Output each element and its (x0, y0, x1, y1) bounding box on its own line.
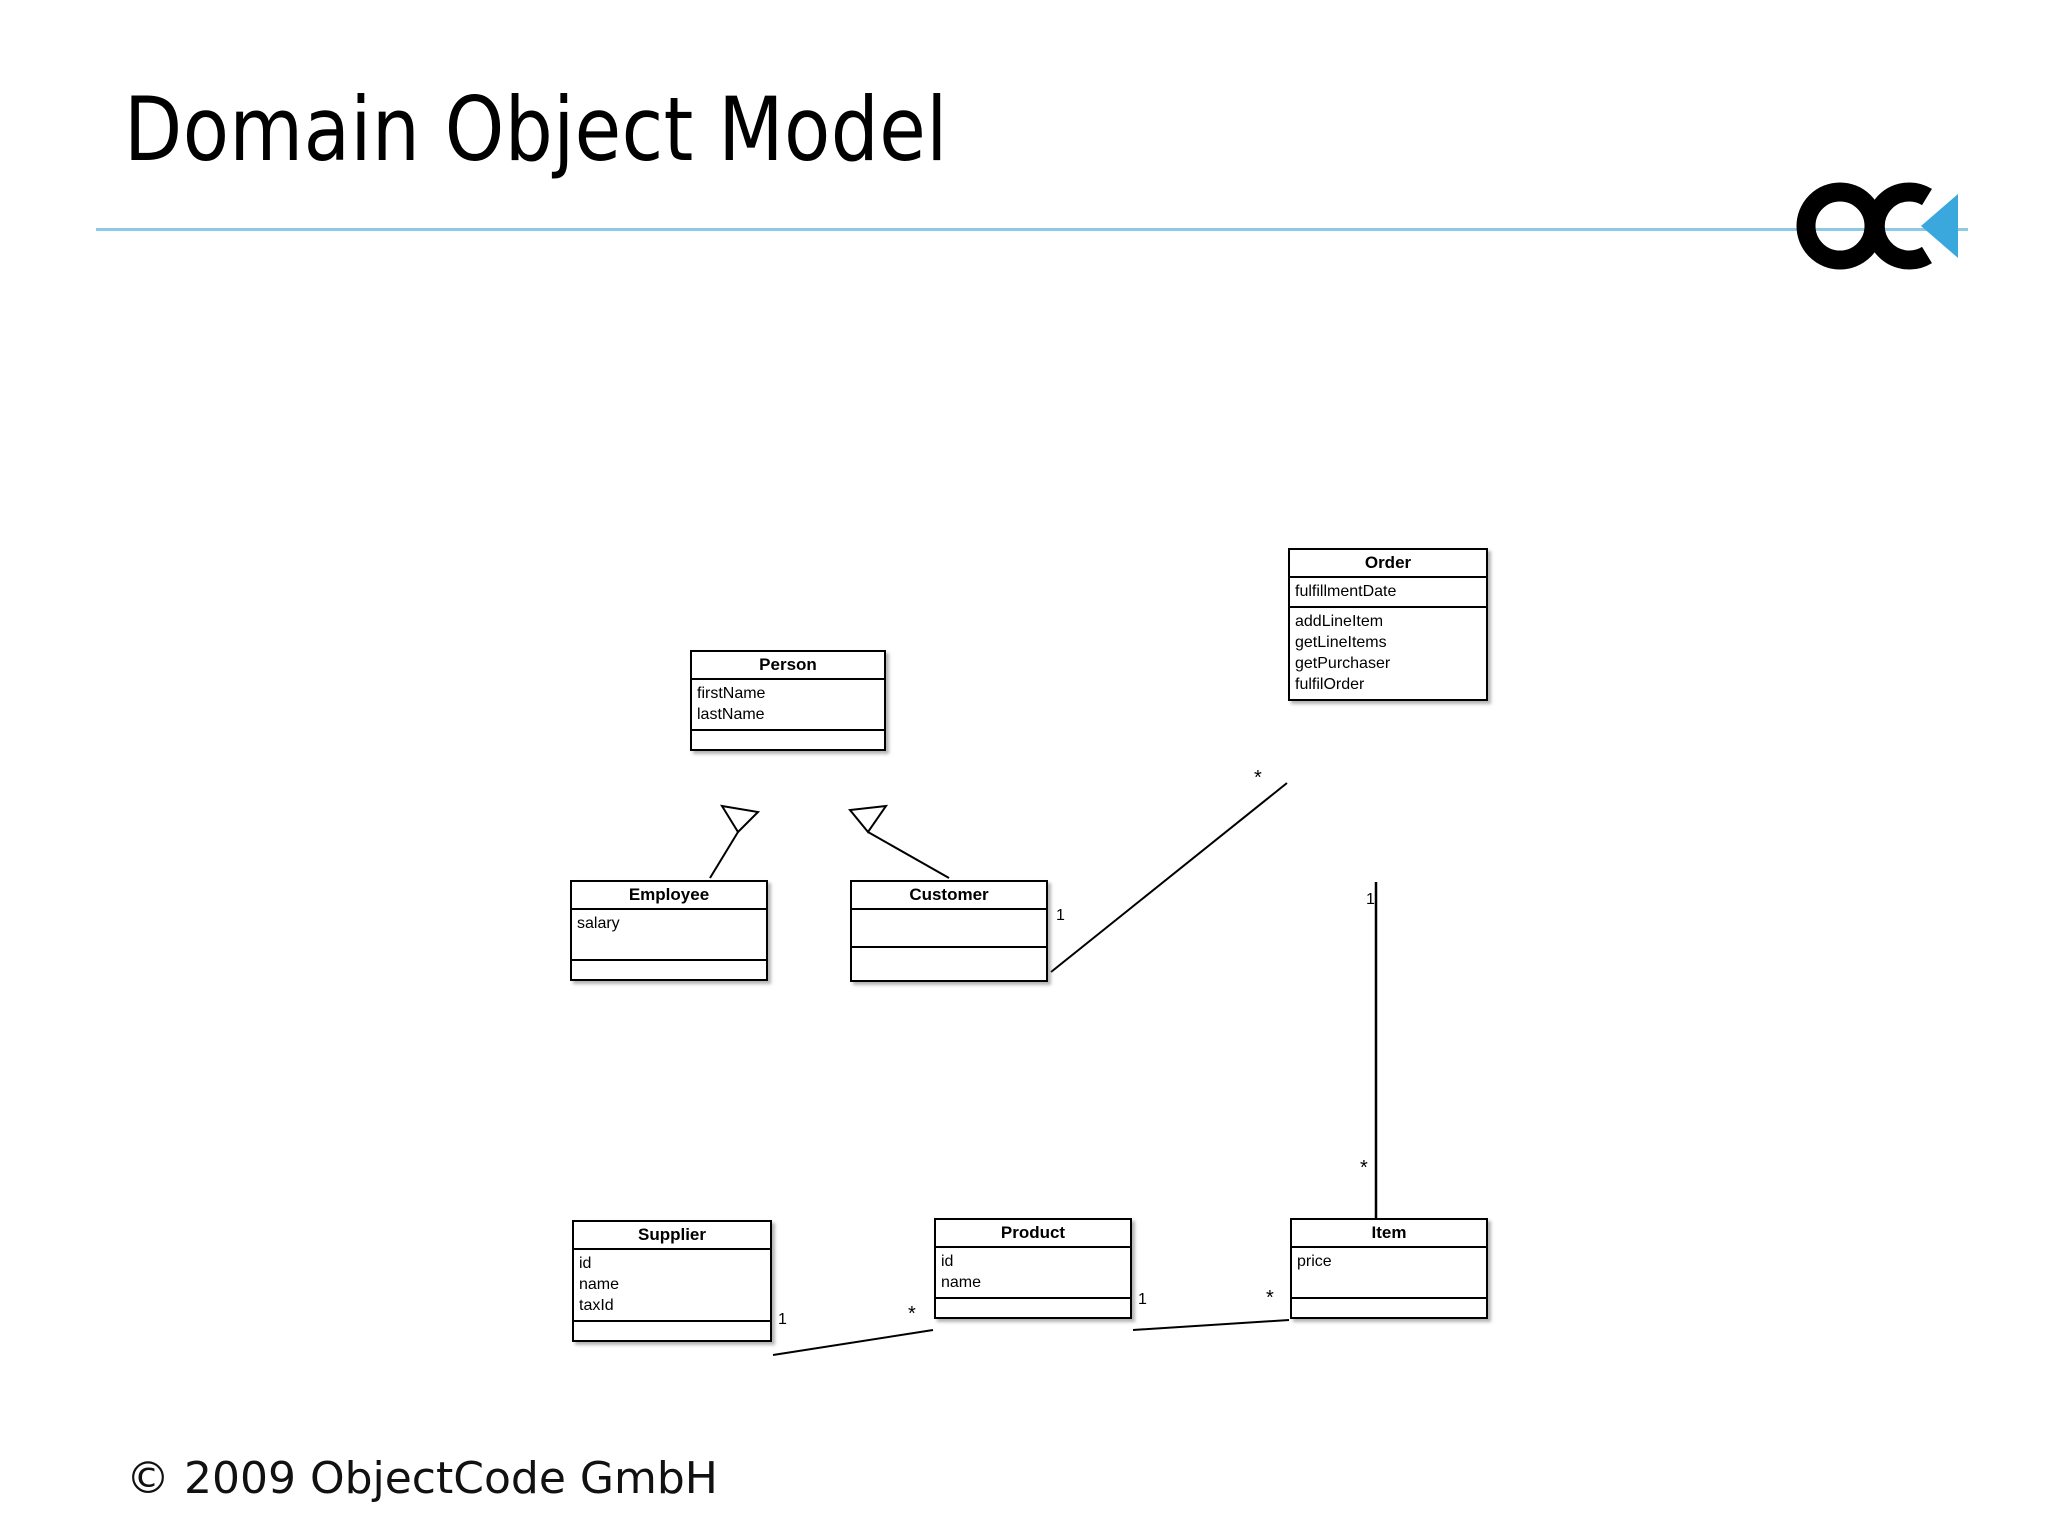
uml-attributes-compartment (852, 908, 1046, 946)
uml-operations-compartment (572, 959, 766, 979)
multiplicity-customer-order-from: 1 (1056, 907, 1065, 924)
uml-operations-compartment (1292, 1297, 1486, 1317)
uml-operation: getPurchaser (1295, 655, 1391, 672)
multiplicity-product-item-from: 1 (1138, 1291, 1147, 1308)
logo-triangle-icon (1921, 194, 1958, 258)
generalization-employee-person (709, 804, 761, 879)
uml-attributes-compartment: price (1292, 1246, 1486, 1297)
uml-class-diagram: Person firstName lastName Employee salar… (560, 530, 1540, 1356)
multiplicity-customer-order-to: * (1254, 767, 1262, 789)
logo-svg (1796, 182, 1958, 270)
uml-class-name: Employee (628, 885, 710, 904)
uml-attribute: firstName (697, 685, 766, 702)
uml-attributes-compartment: salary (572, 908, 766, 959)
uml-class-name: Order (1364, 553, 1412, 572)
uml-attribute: price (1297, 1253, 1332, 1270)
logo-c-shape (1865, 182, 1932, 270)
association-product-item (1132, 1319, 1290, 1331)
multiplicity-supplier-product-from: 1 (778, 1311, 787, 1328)
uml-attributes-compartment: fulfillmentDate (1290, 576, 1486, 606)
uml-class-name: Product (1000, 1223, 1066, 1242)
uml-attributes-compartment: id name taxId (574, 1248, 770, 1320)
uml-class-item[interactable]: Item price (1290, 1218, 1488, 1319)
uml-class-employee[interactable]: Employee salary (570, 880, 768, 981)
uml-attribute: taxId (579, 1297, 614, 1314)
uml-attribute: fulfillmentDate (1295, 583, 1397, 600)
uml-operations-compartment (936, 1297, 1130, 1317)
uml-operations-compartment (574, 1320, 770, 1340)
uml-operation: fulfilOrder (1295, 676, 1365, 693)
uml-operation: getLineItems (1295, 634, 1387, 651)
uml-class-name: Item (1371, 1223, 1407, 1242)
uml-attributes-compartment: id name (936, 1246, 1130, 1297)
uml-attributes-compartment: firstName lastName (692, 678, 884, 729)
association-customer-order (1050, 782, 1288, 973)
multiplicity-order-item-to: * (1360, 1157, 1368, 1179)
uml-attribute: id (579, 1255, 592, 1272)
uml-attribute: id (941, 1253, 954, 1270)
uml-attribute-spacer (1297, 1272, 1481, 1293)
uml-class-product[interactable]: Product id name (934, 1218, 1132, 1319)
uml-class-person[interactable]: Person firstName lastName (690, 650, 886, 751)
generalization-customer-person (848, 804, 950, 879)
uml-operation: addLineItem (1295, 613, 1384, 630)
uml-attribute: name (579, 1276, 620, 1293)
uml-operations-compartment (852, 946, 1046, 980)
uml-class-order[interactable]: Order fulfillmentDate addLineItem getLin… (1288, 548, 1488, 701)
uml-class-supplier[interactable]: Supplier id name taxId (572, 1220, 772, 1342)
objectcode-logo (1796, 182, 1976, 270)
multiplicity-supplier-product-to: * (908, 1303, 916, 1325)
uml-class-name: Person (759, 655, 817, 674)
uml-attribute: lastName (697, 706, 765, 723)
generalization-arrowhead (848, 804, 889, 834)
uml-class-name: Supplier (637, 1225, 706, 1244)
uml-operations-compartment (692, 729, 884, 749)
uml-attribute: name (941, 1274, 982, 1291)
uml-class-customer[interactable]: Customer (850, 880, 1048, 982)
uml-class-name: Customer (909, 885, 989, 904)
header-divider (96, 228, 1968, 231)
logo-o-shape (1796, 182, 1884, 270)
association-supplier-product (772, 1329, 934, 1356)
generalization-arrowhead (719, 804, 761, 834)
page-title: Domain Object Model (124, 78, 948, 181)
uml-operations-compartment: addLineItem getLineItems getPurchaser fu… (1290, 606, 1486, 699)
uml-attribute-spacer (577, 934, 761, 955)
multiplicity-product-item-to: * (1266, 1287, 1274, 1309)
footer-copyright: © 2009 ObjectCode GmbH (126, 1453, 718, 1504)
uml-attribute: salary (577, 915, 620, 932)
multiplicity-order-item-from: 1 (1366, 891, 1375, 908)
diagram-connectors (709, 782, 1378, 1356)
